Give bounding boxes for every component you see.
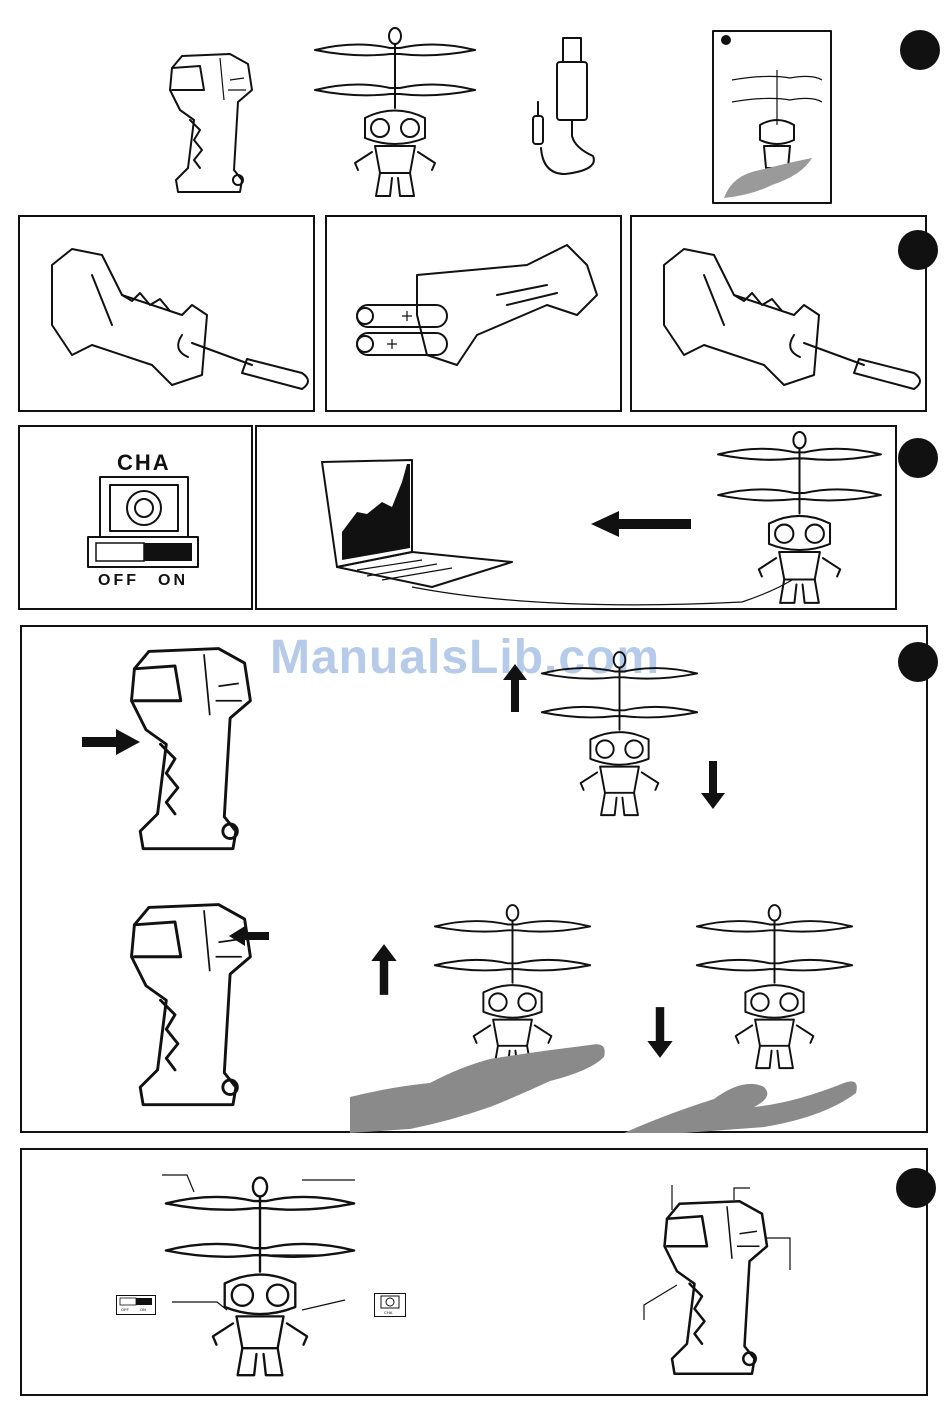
arrow-icon bbox=[502, 662, 528, 714]
hand-icon bbox=[350, 1037, 610, 1133]
contents-row bbox=[0, 0, 950, 210]
step-marker-icon bbox=[898, 438, 938, 478]
step-marker-icon bbox=[898, 230, 938, 270]
small-channel-label: CHA bbox=[384, 1310, 393, 1315]
small-off-label: OFF bbox=[121, 1307, 130, 1312]
laptop-icon bbox=[312, 452, 522, 602]
step-marker-icon bbox=[900, 30, 940, 70]
arrow-icon bbox=[700, 759, 726, 811]
power-switch-panel: CHA OFF ON bbox=[18, 425, 253, 610]
flying-robot-icon bbox=[692, 905, 857, 1075]
flight-control-panel: ManualsLib.com bbox=[20, 625, 928, 1133]
battery-step-insert-panel bbox=[325, 215, 622, 412]
small-on-label: ON bbox=[140, 1307, 146, 1312]
arrow-icon bbox=[80, 727, 142, 757]
power-switch-diagram: CHA OFF ON bbox=[20, 427, 255, 612]
screwdriver-icon bbox=[32, 235, 312, 395]
battery-icon bbox=[347, 235, 607, 395]
flying-robot-icon bbox=[712, 432, 887, 610]
arrow-icon bbox=[370, 942, 398, 997]
screwdriver-icon bbox=[644, 235, 924, 395]
flying-robot-icon bbox=[310, 28, 480, 203]
charging-panel bbox=[255, 425, 897, 610]
remote-controller-icon bbox=[160, 50, 260, 200]
step-marker-icon bbox=[896, 1168, 936, 1208]
battery-step-open-panel bbox=[18, 215, 315, 412]
small-channel-button-icon: CHA bbox=[374, 1293, 406, 1317]
usb-charging-cable-icon bbox=[525, 38, 605, 178]
arrow-icon bbox=[646, 1005, 674, 1060]
battery-step-close-panel bbox=[630, 215, 927, 412]
parts-panel: OFF ON CHA bbox=[20, 1148, 928, 1396]
arrow-icon bbox=[227, 925, 271, 947]
arrow-icon bbox=[589, 509, 694, 539]
callout-lines bbox=[22, 1150, 930, 1398]
on-label: ON bbox=[158, 572, 188, 589]
remote-controller-icon bbox=[652, 1195, 777, 1385]
package-box-icon bbox=[712, 30, 832, 205]
flying-robot-icon bbox=[537, 652, 702, 822]
channel-label: CHA bbox=[117, 450, 171, 475]
hand-icon bbox=[624, 1067, 864, 1133]
small-power-switch-icon: OFF ON bbox=[116, 1295, 156, 1315]
step-marker-icon bbox=[898, 642, 938, 682]
off-label: OFF bbox=[98, 572, 139, 589]
